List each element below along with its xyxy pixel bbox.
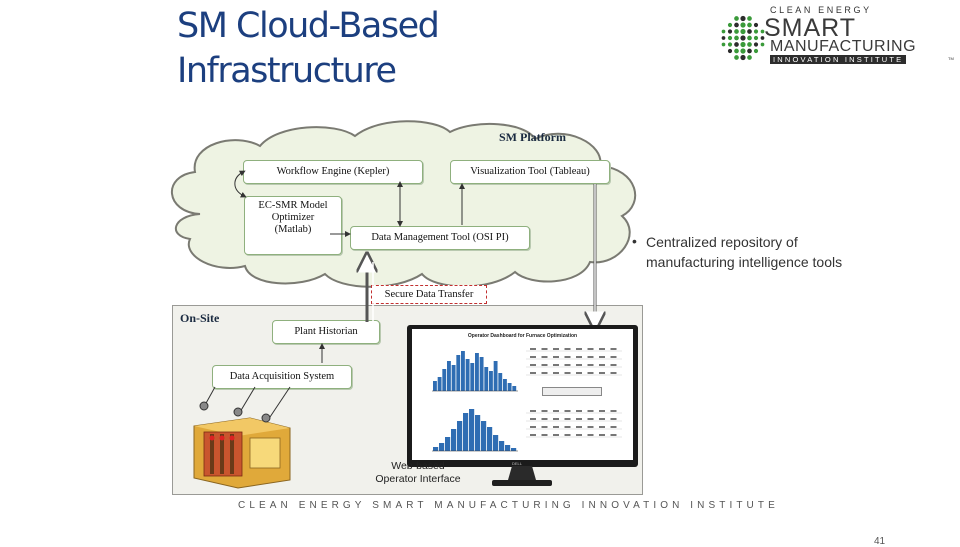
workflow-engine-box: Workflow Engine (Kepler) xyxy=(243,160,423,184)
workflow-engine-label: Workflow Engine (Kepler) xyxy=(276,166,390,177)
dashboard-bar xyxy=(437,377,442,391)
model-optimizer-line-3: (Matlab) xyxy=(274,224,312,235)
dashboard-bar xyxy=(463,413,469,451)
dashboard-bar xyxy=(493,435,499,451)
model-optimizer-box: EC-SMR Model Optimizer (Matlab) xyxy=(244,196,342,255)
logo-globe-icon xyxy=(721,15,765,61)
dashboard-histogram-1 xyxy=(432,351,518,392)
sensor-icon xyxy=(199,401,209,411)
dashboard-bar xyxy=(456,355,461,391)
dashboard-bar xyxy=(439,443,445,451)
dashboard-bar xyxy=(499,441,505,451)
dashboard-bar xyxy=(503,379,507,391)
sm-platform-label: SM Platform xyxy=(499,130,566,144)
dashboard-bar xyxy=(475,353,479,391)
dashboard-bar xyxy=(447,361,451,391)
dashboard-bar xyxy=(433,447,439,451)
page-number: 41 xyxy=(874,536,886,547)
dashboard-bar xyxy=(433,381,437,391)
secure-data-transfer: Secure Data Transfer xyxy=(371,285,487,304)
logo-clean-energy: CLEAN ENERGY xyxy=(770,5,872,15)
dashboard-bar xyxy=(470,363,475,391)
slide-footer: CLEAN ENERGY SMART MANUFACTURING INNOVAT… xyxy=(238,500,779,511)
plant-historian-box: Plant Historian xyxy=(272,320,380,344)
logo-tm: TM xyxy=(948,56,954,61)
dashboard-bar xyxy=(469,409,475,451)
cesmii-logo: CLEAN ENERGY SMART MANUFACTURING INNOVAT… xyxy=(718,4,958,68)
sensor-icon xyxy=(233,407,243,417)
dashboard-bar xyxy=(487,427,493,451)
dashboard-histogram-2 xyxy=(432,409,518,452)
logo-smart: SMART xyxy=(764,14,857,42)
bullet-dot-icon: • xyxy=(632,233,637,249)
bullet-text: Centralized repository of manufacturing … xyxy=(646,234,843,270)
sm-platform-cloud xyxy=(170,120,637,288)
visualization-tool-label: Visualization Tool (Tableau) xyxy=(470,166,590,177)
dashboard-bar xyxy=(445,437,451,451)
data-acquisition-box: Data Acquisition System xyxy=(212,365,352,389)
monitor-brand: DELL xyxy=(512,461,523,466)
dashboard-bar xyxy=(451,365,456,391)
logo-manufacturing: MANUFACTURING xyxy=(770,38,917,55)
data-management-box: Data Management Tool (OSI PI) xyxy=(350,226,530,250)
dashboard-bar xyxy=(481,421,487,451)
dashboard-bar xyxy=(511,448,517,451)
dashboard-bar xyxy=(442,369,447,391)
onsite-label: On-Site xyxy=(180,311,220,325)
web-operator-interface-label: Web-based Operator Interface xyxy=(368,460,468,486)
title-line-1: SM Cloud-Based xyxy=(177,6,440,46)
dashboard-bar xyxy=(479,357,484,391)
model-optimizer-line-1: EC-SMR Model xyxy=(258,200,328,211)
visualization-tool-box: Visualization Tool (Tableau) xyxy=(450,160,610,184)
slide-title: SM Cloud-Based Infrastructure xyxy=(177,4,497,94)
dashboard-bar xyxy=(457,421,463,451)
operator-dashboard-screen: Operator Dashboard for Furnace Optimizat… xyxy=(412,329,633,460)
dashboard-table-1 xyxy=(526,348,622,376)
web-interface-line-1: Web-based xyxy=(391,460,445,472)
dashboard-bar xyxy=(505,445,511,451)
dashboard-setpoint-box xyxy=(542,387,602,396)
dashboard-bar xyxy=(507,383,512,391)
dashboard-bar xyxy=(484,367,489,391)
dashboard-bar xyxy=(498,373,503,391)
plant-historian-label: Plant Historian xyxy=(294,326,358,337)
dashboard-table-2 xyxy=(526,410,622,438)
dashboard-bar xyxy=(461,351,465,391)
model-optimizer-line-2: Optimizer xyxy=(271,212,315,223)
data-management-label: Data Management Tool (OSI PI) xyxy=(371,232,509,243)
dashboard-bar xyxy=(451,429,457,451)
monitor: Operator Dashboard for Furnace Optimizat… xyxy=(407,325,638,467)
monitor-stand xyxy=(492,466,552,486)
data-acquisition-label: Data Acquisition System xyxy=(229,371,335,382)
sensor-icon xyxy=(261,413,271,423)
dashboard-bar xyxy=(512,386,517,391)
furnace-illustration xyxy=(193,401,291,489)
title-line-2: Infrastructure xyxy=(177,51,397,91)
dashboard-bar xyxy=(493,361,498,391)
web-interface-line-2: Operator Interface xyxy=(375,473,461,485)
dashboard-bar xyxy=(475,415,481,451)
logo-innovation-institute: INNOVATION INSTITUTE xyxy=(770,55,907,64)
dashboard-bar xyxy=(465,359,470,391)
dashboard-title: Operator Dashboard for Furnace Optimizat… xyxy=(467,333,578,339)
dashboard-bar xyxy=(489,371,493,391)
